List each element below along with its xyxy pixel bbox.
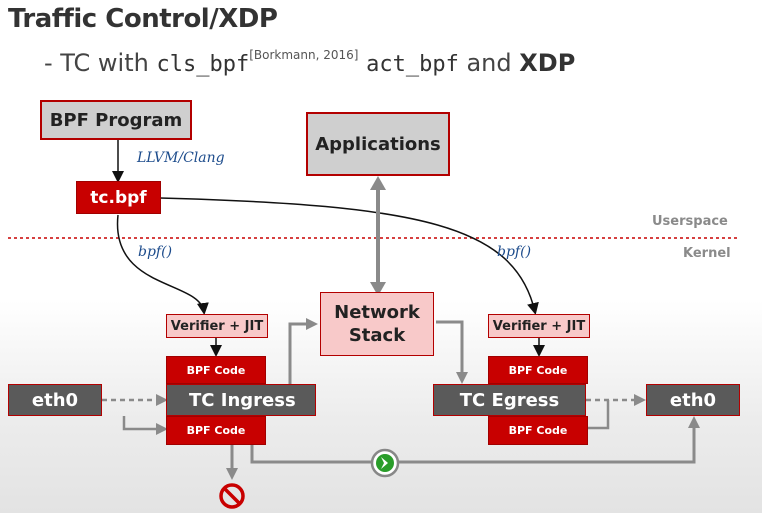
no-entry-icon [219,483,245,509]
forward-chevron-icon [370,448,400,478]
tc-ingress-box: TC Ingress [166,384,316,416]
act-bpf-term: act_bpf [366,52,459,77]
bpf-call-left-curve [116,214,209,315]
network-stack-box: Network Stack [320,292,434,356]
egress-bpf-code-top: BPF Code [488,356,588,384]
eth0-egress-box: eth0 [646,384,740,416]
subtitle-and: and [466,49,512,77]
eth0-in-solid-arrow [122,416,158,431]
tc-egress-box: TC Egress [433,384,586,416]
egress-bpf-code-bottom: BPF Code [488,416,588,445]
verifier-jit-left: Verifier + JIT [166,314,268,338]
bpf-call-right-label: bpf() [497,244,532,260]
userspace-label: Userspace [652,214,728,229]
egress-bottom-link [586,400,610,430]
applications-box: Applications [306,112,450,176]
ingress-to-stack-arrow [288,322,310,384]
ingress-bpf-code-bottom: BPF Code [166,416,266,445]
xdp-term: XDP [519,49,576,77]
bpf-program-box: BPF Program [40,100,192,140]
llvm-clang-label: LLVM/Clang [137,150,225,166]
tc-bpf-box: tc.bpf [76,181,161,214]
eth0-ingress-box: eth0 [8,384,102,416]
stack-to-egress-arrow [436,320,464,374]
citation: [Borkmann, 2016] [249,48,359,62]
subtitle-prefix: - TC with [44,49,149,77]
slide-subtitle: - TC with cls_bpf[Borkmann, 2016] act_bp… [44,48,575,77]
verifier-jit-right: Verifier + JIT [488,314,590,338]
bpf-call-left-label: bpf() [138,244,173,260]
kernel-label: Kernel [683,246,731,261]
bpf-call-right-curve [159,197,539,315]
cls-bpf-term: cls_bpf [156,52,250,77]
ingress-bpf-code-top: BPF Code [166,356,266,384]
slide-title: Traffic Control/XDP [8,4,278,34]
bypass-path [250,426,696,464]
